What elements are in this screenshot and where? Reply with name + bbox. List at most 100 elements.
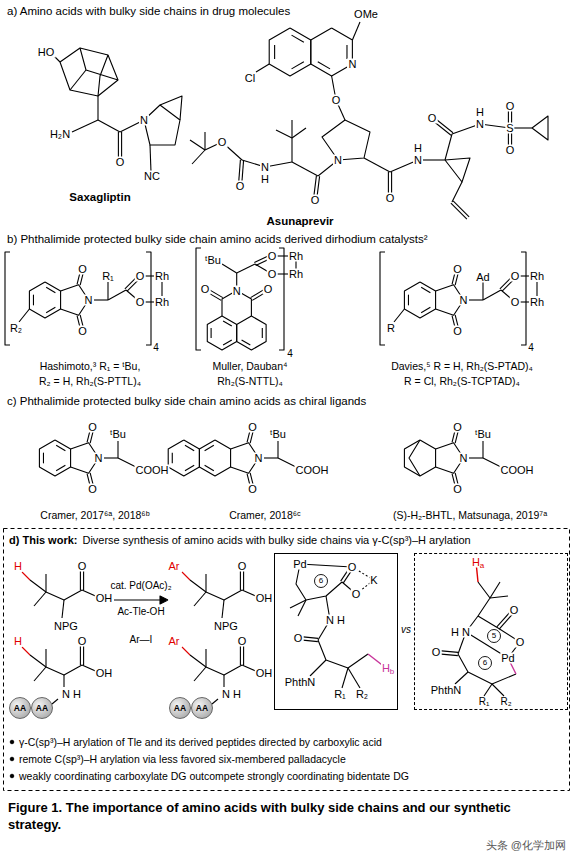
- atom-label: Cramer, 2017⁶ᵃ, 2018⁶ᵇ: [39, 510, 150, 521]
- bond: [211, 328, 212, 338]
- atom-label: O: [510, 297, 521, 308]
- bond: [118, 458, 136, 467]
- bond: [277, 441, 278, 458]
- palladacycle-box: HaNHOOPd56OPhthNR₁R₂: [414, 553, 568, 710]
- bond: [34, 592, 46, 606]
- panel-text: Asunaprevir: [265, 216, 334, 228]
- bond: [19, 309, 29, 322]
- atom-label: Cramer, 2018⁶ᶜ: [228, 510, 302, 521]
- atom-label: O: [431, 647, 442, 658]
- atom-label: O: [331, 95, 342, 106]
- panel-text: a) Amino acids with bulky side chains in…: [6, 6, 291, 18]
- bond: [29, 282, 60, 318]
- bond: [56, 445, 65, 450]
- bond: [492, 684, 504, 696]
- atom-label: Rh: [288, 251, 304, 262]
- atom-label: Ar: [168, 636, 181, 647]
- atom-label: O: [515, 637, 526, 648]
- atom-label: H₂N: [49, 129, 71, 140]
- atom-label: ᵗBu: [204, 255, 222, 266]
- atom-label: 4: [286, 349, 294, 359]
- bond: [452, 182, 462, 202]
- bullet-dot: [10, 757, 14, 761]
- bond: [483, 290, 501, 300]
- bond: [292, 128, 306, 138]
- bond: [52, 699, 58, 704]
- panel-text: remote C(sp³)–H arylation via less favor…: [18, 754, 347, 765]
- panel-text: Diverse synthesis of amino acids with bu…: [81, 535, 471, 546]
- atom-label: Ar—I: [129, 635, 154, 645]
- bond: [298, 600, 306, 616]
- atom-label: R₂: [355, 689, 369, 700]
- atom-label: N: [260, 162, 270, 173]
- bond: [30, 655, 82, 675]
- atom-label: R₁: [333, 689, 347, 700]
- atom-label: S: [505, 123, 514, 134]
- atom-label: Rh: [154, 297, 170, 308]
- reaction-arrow: [114, 599, 161, 600]
- bond: [205, 465, 214, 470]
- bond: [242, 340, 251, 345]
- bond: [256, 64, 269, 72]
- atom-label: N: [333, 155, 343, 166]
- atom-label: Rh: [529, 271, 545, 282]
- atom-label: Pd: [500, 653, 515, 664]
- bond: [408, 295, 409, 306]
- atom-label: O: [351, 589, 362, 600]
- bullet-dot: [10, 740, 14, 744]
- bond: [70, 70, 86, 90]
- panel-frame: [4, 529, 570, 791]
- atom-label: H: [13, 561, 23, 572]
- atom-label: N: [459, 453, 469, 464]
- bond: [409, 440, 420, 476]
- bond: [190, 140, 205, 150]
- atom-label: N: [325, 615, 335, 626]
- bond: [60, 48, 118, 96]
- bond: [223, 321, 232, 326]
- atom-label: O: [77, 263, 88, 274]
- bond: [292, 62, 304, 69]
- bond: [421, 287, 430, 292]
- bracket: [380, 252, 385, 345]
- atom-label: R₂: [9, 323, 23, 334]
- bracket: [196, 248, 201, 350]
- bond: [482, 282, 483, 300]
- atom-label: O: [263, 284, 274, 295]
- figure-caption: Figure 1. The importance of amino acids …: [8, 800, 565, 834]
- bracket: [279, 248, 284, 350]
- atom-label: O: [247, 484, 258, 495]
- atom-label: HO: [37, 47, 56, 58]
- bond: [346, 45, 347, 59]
- atom-label: 5: [491, 632, 497, 640]
- atom-label: O: [267, 251, 278, 262]
- bond: [348, 668, 360, 688]
- atom-label: PhthN: [430, 685, 463, 696]
- atom-label: b: [389, 668, 395, 676]
- bond: [310, 660, 326, 676]
- bond: [22, 647, 30, 655]
- atom-label: N: [413, 155, 423, 166]
- atom-label: O: [135, 271, 146, 282]
- panel-text: c) Phthalimide protected bulky side chai…: [6, 396, 367, 408]
- bond: [421, 307, 430, 312]
- bond: [490, 582, 500, 598]
- atom-label: cat. Pd(OAc)₂: [109, 581, 172, 591]
- bond: [532, 116, 548, 140]
- atom-label: O: [293, 633, 304, 644]
- atom-label: H: [232, 689, 242, 700]
- atom-label: COOH: [295, 465, 330, 476]
- bond: [490, 596, 508, 598]
- atom-label: N: [232, 285, 242, 296]
- bond: [484, 684, 492, 696]
- bond: [160, 96, 182, 120]
- atom-label: N: [94, 453, 104, 464]
- atom-label: O: [310, 195, 321, 206]
- atom-label: N: [84, 295, 94, 306]
- bond: [348, 654, 368, 668]
- bond: [453, 201, 469, 217]
- ring-size-circle: [479, 657, 492, 670]
- atom-label: Ad: [475, 272, 490, 283]
- bond: [199, 440, 230, 476]
- bond: [46, 287, 55, 292]
